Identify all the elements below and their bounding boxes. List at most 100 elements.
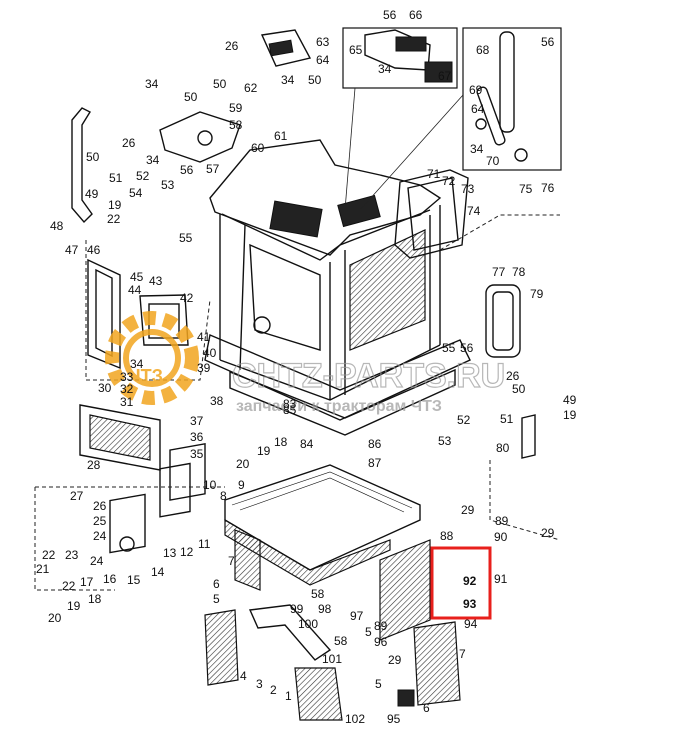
callout-label: 19 <box>563 408 577 422</box>
callout-label: 20 <box>48 611 62 625</box>
roof-bracket-part <box>159 111 241 163</box>
callout-label: 50 <box>308 73 322 87</box>
callout-label: 22 <box>62 579 76 593</box>
callout-label: 59 <box>229 101 243 115</box>
callout-label: 28 <box>87 458 101 472</box>
callout-label: 19 <box>108 198 122 212</box>
callout-label: 62 <box>244 81 258 95</box>
callout-label: 55 <box>442 341 456 355</box>
callout-label: 23 <box>65 548 79 562</box>
callout-label: 51 <box>109 171 123 185</box>
callout-label: 4 <box>240 669 247 683</box>
callout-label: 50 <box>86 150 100 164</box>
callout-label: 5 <box>375 677 382 691</box>
detail-box-door-handle <box>462 27 562 171</box>
callout-label: 49 <box>85 187 99 201</box>
callout-label: 20 <box>236 457 250 471</box>
callout-label: 94 <box>464 617 478 631</box>
callout-label: 56 <box>460 341 474 355</box>
callout-label: 26 <box>506 369 520 383</box>
callout-label: 58 <box>334 634 348 648</box>
callout-label: 33 <box>120 370 134 384</box>
callout-label: 45 <box>130 270 144 284</box>
callout-label: 89 <box>374 619 388 633</box>
callout-label: 99 <box>290 602 304 616</box>
callout-label: 5 <box>365 625 372 639</box>
door-frame-part <box>87 258 121 370</box>
callout-label: 56 <box>541 35 555 49</box>
callout-label: 83 <box>283 397 297 411</box>
callout-label: 52 <box>136 169 150 183</box>
callout-label: 15 <box>127 573 141 587</box>
callout-label: 46 <box>87 243 101 257</box>
callout-label: 91 <box>494 572 508 586</box>
step-bracket-part <box>521 414 536 459</box>
callout-label: 65 <box>349 43 363 57</box>
callout-label: 36 <box>190 430 204 444</box>
grab-rail-part <box>71 107 93 224</box>
callout-label: 70 <box>486 154 500 168</box>
callout-label: 26 <box>122 136 136 150</box>
callout-label: 10 <box>203 478 217 492</box>
callout-label: 77 <box>492 265 506 279</box>
callout-label: 50 <box>184 90 198 104</box>
callout-label: 93 <box>463 597 477 611</box>
callout-label: 43 <box>149 274 163 288</box>
svg-text:ЧТЗ: ЧТЗ <box>128 366 163 386</box>
callout-label: 37 <box>190 414 204 428</box>
side-window-part <box>485 284 521 358</box>
callout-label: 74 <box>467 204 481 218</box>
callout-label: 50 <box>213 77 227 91</box>
lamp-cover-part <box>260 29 312 67</box>
detail-box-door-latch <box>342 27 458 89</box>
callout-label: 26 <box>225 39 239 53</box>
callout-label: 90 <box>494 530 508 544</box>
watermark-gear-logo: ЧТЗ <box>105 311 199 405</box>
callout-label: 66 <box>409 8 423 22</box>
callout-label: 72 <box>442 174 456 188</box>
callout-label: 69 <box>469 83 483 97</box>
callout-label: 57 <box>206 162 220 176</box>
callout-label: 3 <box>256 677 263 691</box>
callout-label: 31 <box>120 395 134 409</box>
callout-label: 51 <box>500 412 514 426</box>
callout-label: 89 <box>495 514 509 528</box>
callout-label: 41 <box>197 330 211 344</box>
callout-label: 16 <box>103 572 117 586</box>
callout-label: 44 <box>128 283 142 297</box>
callout-label: 34 <box>130 357 144 371</box>
callout-label: 12 <box>180 545 194 559</box>
callout-label: 53 <box>438 434 452 448</box>
callout-label: 34 <box>378 62 392 76</box>
callout-label: 64 <box>471 102 485 116</box>
callout-label: 87 <box>368 456 382 470</box>
rear-window-part <box>394 169 469 259</box>
callout-label: 30 <box>98 381 112 395</box>
callout-label: 84 <box>300 437 314 451</box>
callout-label: 52 <box>457 413 471 427</box>
callout-label: 100 <box>298 617 318 631</box>
callout-label: 64 <box>316 53 330 67</box>
callout-label: 88 <box>440 529 454 543</box>
callout-label: 76 <box>541 181 555 195</box>
highlight-box-92-93 <box>430 546 492 620</box>
callout-label: 34 <box>145 77 159 91</box>
callout-label: 63 <box>316 35 330 49</box>
cab-frame <box>204 139 471 436</box>
callout-label: 29 <box>461 503 475 517</box>
callout-label: 56 <box>383 8 397 22</box>
callout-label: 75 <box>519 182 533 196</box>
callout-label: 58 <box>311 587 325 601</box>
callout-label: 35 <box>190 447 204 461</box>
callout-label: 71 <box>427 167 441 181</box>
callout-label: 27 <box>70 489 84 503</box>
callout-label: 34 <box>146 153 160 167</box>
callout-label: 56 <box>180 163 194 177</box>
callout-label: 68 <box>476 43 490 57</box>
callout-label: 21 <box>36 562 50 576</box>
door-handle-part <box>475 31 528 162</box>
callout-label: 22 <box>42 548 56 562</box>
callout-label: 24 <box>93 529 107 543</box>
cab-floor-part <box>224 464 431 641</box>
